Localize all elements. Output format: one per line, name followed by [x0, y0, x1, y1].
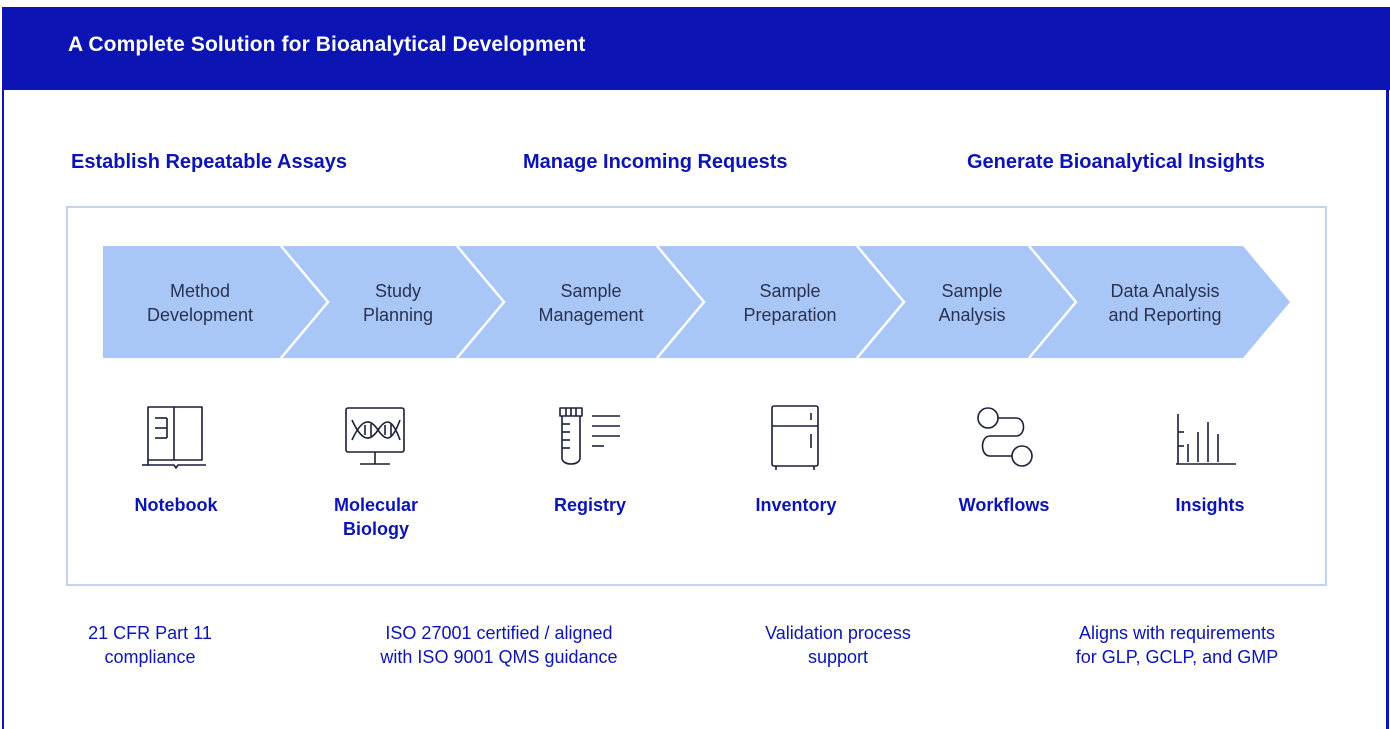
frame-right-border: [1386, 90, 1389, 729]
chevron-divider: [280, 245, 330, 359]
chevron-data-analysis: [1029, 246, 1290, 358]
chevron-study-planning: [281, 246, 504, 358]
chevron-divider: [1028, 245, 1078, 359]
frame-left-border: [2, 90, 4, 729]
chevron-sample-preparation: [657, 246, 904, 358]
page-title: A Complete Solution for Bioanalytical De…: [68, 33, 586, 56]
freezer-icon: [771, 405, 819, 470]
phase-generate-insights: Generate Bioanalytical Insights: [967, 151, 1265, 173]
chevron-divider: [856, 245, 906, 359]
tool-insights-label: Insights: [1175, 495, 1245, 515]
phase-manage-requests: Manage Incoming Requests: [523, 151, 788, 173]
test-tube-list-icon: [559, 407, 620, 465]
chevron-method-development: [103, 246, 328, 358]
notebook-icon: [142, 406, 206, 469]
tool-workflows-label: Workflows: [958, 495, 1050, 515]
chevron-sample-analysis: [857, 246, 1076, 358]
platform-frame: [66, 206, 1327, 586]
phase-establish-assays: Establish Repeatable Assays: [71, 151, 348, 173]
bar-chart-icon: [1176, 414, 1236, 465]
chevron-divider: [656, 245, 706, 359]
title-bar: [2, 7, 1390, 90]
chevron-divider: [456, 245, 506, 359]
tool-notebook-label: Notebook: [134, 495, 218, 515]
tool-inventory-label: Inventory: [755, 495, 837, 515]
chevron-sample-management: [457, 246, 704, 358]
tool-registry-label: Registry: [553, 495, 627, 515]
dna-monitor-icon: [345, 407, 405, 465]
workflow-path-icon: [977, 407, 1033, 467]
